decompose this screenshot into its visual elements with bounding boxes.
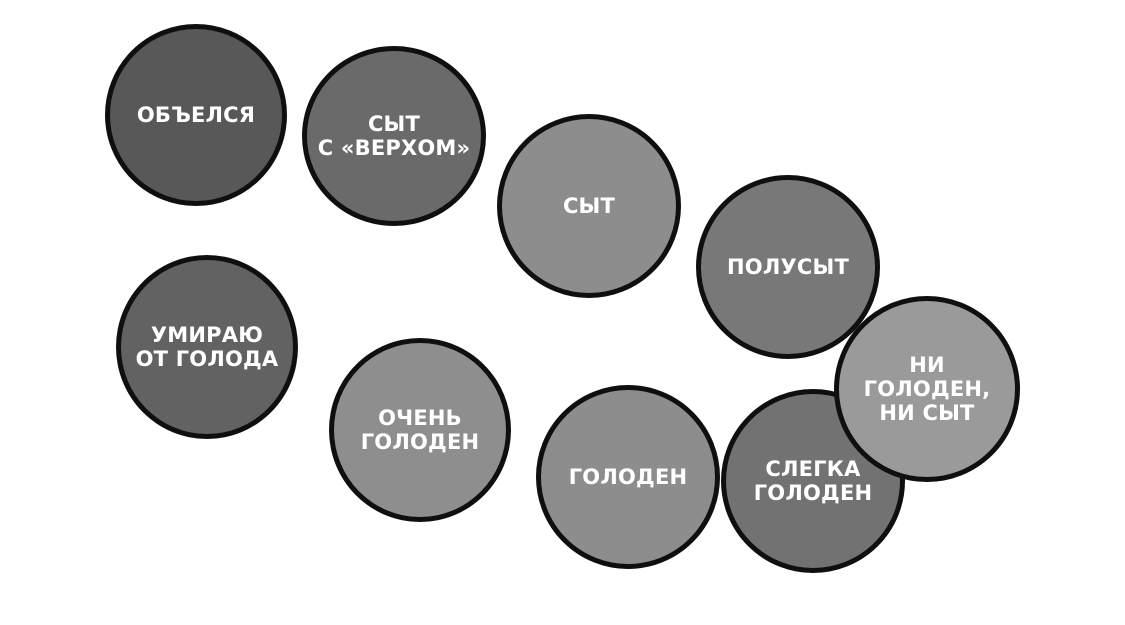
circle-very-hungry: ОЧЕНЬ ГОЛОДЕН [329,338,511,522]
circle-very-hungry-line-2: ГОЛОДЕН [360,430,480,454]
circle-slightly-hungry: СЛЕГКА ГОЛОДЕН [721,389,905,573]
circle-starving: УМИРАЮ ОТ ГОЛОДА [116,255,298,439]
circle-very-hungry-label: ОЧЕНЬ ГОЛОДЕН [351,406,490,454]
circle-starving-line-2: ОТ ГОЛОДА [135,347,279,371]
circle-hungry-label: ГОЛОДЕН [559,465,698,489]
circle-overate-line-1: ОБЪЕЛСЯ [136,103,256,127]
circle-starving-line-1: УМИРАЮ [150,323,264,347]
circle-starving-label: УМИРАЮ ОТ ГОЛОДА [126,323,289,371]
circle-slightly-hungry-label: СЛЕГКА ГОЛОДЕН [744,457,883,505]
circle-stuffed-label: СЫТ С «ВЕРХОМ» [308,112,481,160]
circle-stuffed-line-1: СЫТ [367,112,421,136]
circle-slightly-hungry-line-2: ГОЛОДЕН [753,481,873,505]
circle-overate: ОБЪЕЛСЯ [105,24,287,206]
circle-stuffed: СЫТ С «ВЕРХОМ» [302,46,486,226]
circle-full-line-1: СЫТ [562,194,616,218]
circle-hungry-line-1: ГОЛОДЕН [568,465,688,489]
circle-neutral-label: НИ ГОЛОДЕН, НИ СЫТ [839,353,1015,425]
circle-overate-label: ОБЪЕЛСЯ [127,103,265,127]
circle-half-full-line-1: ПОЛУСЫТ [727,255,849,279]
circle-half-full: ПОЛУСЫТ [696,175,880,359]
circle-neutral: НИ ГОЛОДЕН, НИ СЫТ [834,296,1020,482]
circle-full-label: СЫТ [553,194,625,218]
circle-half-full-label: ПОЛУСЫТ [717,255,859,279]
circle-neutral-line-1: НИ ГОЛОДЕН, [863,353,991,401]
circle-very-hungry-line-1: ОЧЕНЬ [378,406,462,430]
circle-hungry: ГОЛОДЕН [536,385,720,569]
circle-full: СЫТ [497,114,681,298]
circle-stuffed-line-2: С «ВЕРХОМ» [317,136,471,160]
circle-slightly-hungry-line-1: СЛЕГКА [765,457,861,481]
circle-neutral-line-2: НИ СЫТ [879,401,975,425]
